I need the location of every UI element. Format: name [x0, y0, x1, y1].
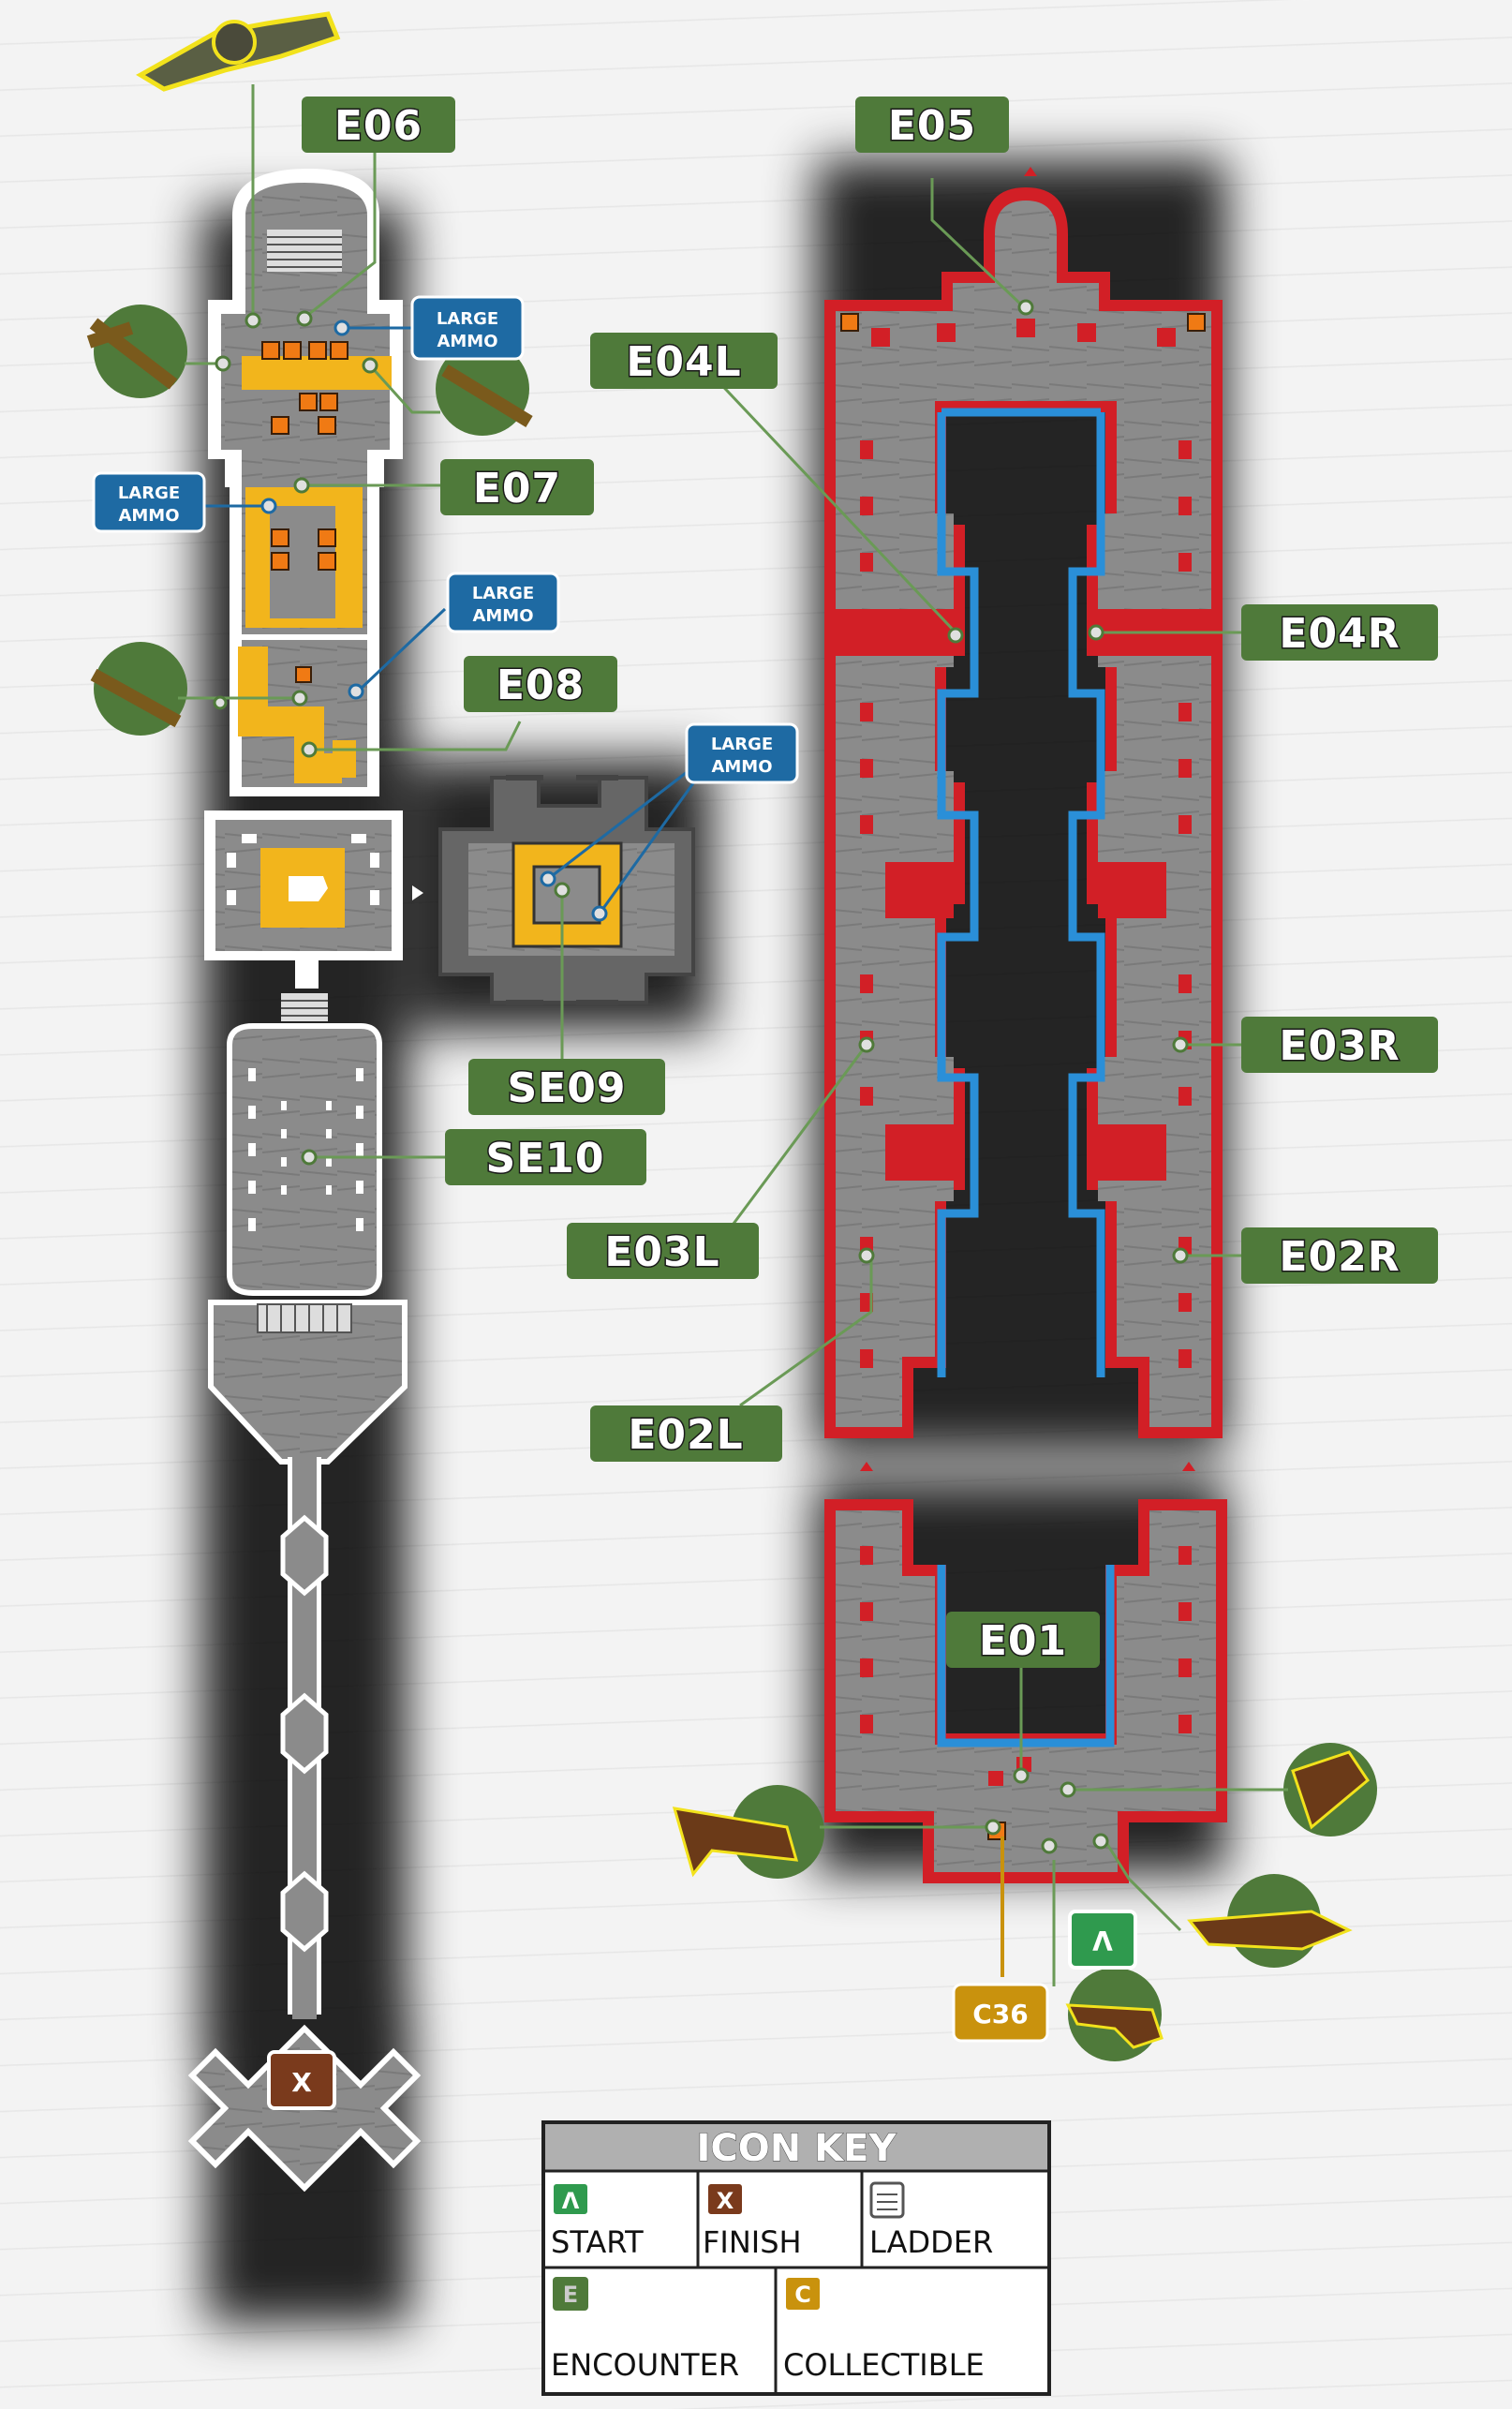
- svg-text:E04R: E04R: [1279, 610, 1400, 658]
- label-e02r: E02R: [1241, 1227, 1438, 1284]
- label-e07: E07: [440, 459, 594, 515]
- heavy-weapon-icon: [136, 11, 341, 92]
- key-finish: X FINISH: [703, 2182, 802, 2260]
- ammo-dots: [260, 320, 608, 922]
- orange-crates: [261, 341, 348, 683]
- icon-key: ICON KEY Λ START X FINISH LADDER E ENCOU…: [541, 2120, 1051, 2396]
- svg-text:E01: E01: [979, 1617, 1067, 1665]
- svg-text:E06: E06: [334, 102, 422, 150]
- svg-text:C: C: [794, 2282, 811, 2308]
- exit-corridor: [187, 1300, 422, 2193]
- ammo-line1: LARGE: [472, 584, 534, 603]
- lancer-icon: [1187, 1874, 1353, 1968]
- label-e05: E05: [855, 97, 1009, 153]
- ammo-line1: LARGE: [437, 309, 498, 329]
- label-e04l: E04L: [590, 333, 778, 389]
- label-e03l: E03L: [567, 1223, 759, 1279]
- blue-wall: [937, 412, 979, 1377]
- svg-text:Λ: Λ: [562, 2188, 580, 2214]
- stairs: [267, 230, 342, 272]
- key-ladder: LADDER: [869, 2181, 993, 2260]
- start-building: [824, 1499, 1227, 1883]
- label-e04r: E04R: [1241, 604, 1438, 661]
- blue-wall: [1068, 412, 1105, 1377]
- svg-text:E03R: E03R: [1279, 1022, 1400, 1070]
- key-start-label: START: [551, 2224, 644, 2260]
- svg-text:Λ: Λ: [1092, 1926, 1113, 1957]
- crossbow-icon: [1283, 1743, 1377, 1836]
- key-encounter: E ENCOUNTER: [551, 2277, 739, 2383]
- label-e02l: E02L: [590, 1405, 782, 1462]
- blue-wall: [937, 1565, 1115, 1747]
- encounter-labels: E06 E05 E04L E07 E04R E08 SE09 E03R SE10…: [302, 97, 1438, 1668]
- ammo-line1: LARGE: [711, 735, 773, 754]
- ammo-line2: AMMO: [711, 757, 772, 777]
- label-se09: SE09: [468, 1059, 665, 1115]
- start-marker: Λ: [1068, 1910, 1137, 1970]
- key-encounter-label: ENCOUNTER: [551, 2347, 739, 2383]
- ammo-line1: LARGE: [118, 483, 180, 503]
- svg-text:E02L: E02L: [628, 1411, 743, 1459]
- label-e06: E06: [302, 97, 455, 153]
- svg-text:X: X: [717, 2188, 734, 2214]
- key-collectible: C COLLECTIBLE: [783, 2276, 985, 2383]
- label-e03r: E03R: [1241, 1017, 1438, 1073]
- ammo-line2: AMMO: [437, 332, 497, 351]
- torque-bow-icon: [86, 305, 533, 736]
- ammo-line2: AMMO: [472, 606, 533, 626]
- svg-text:E07: E07: [473, 465, 561, 513]
- svg-text:E03L: E03L: [604, 1228, 719, 1276]
- label-e01: E01: [946, 1612, 1100, 1668]
- large-ammo-label: LARGE AMMO: [685, 722, 799, 784]
- key-collectible-label: COLLECTIBLE: [783, 2347, 985, 2383]
- svg-text:SE09: SE09: [508, 1064, 627, 1112]
- svg-text:E02R: E02R: [1279, 1233, 1400, 1281]
- main-building: [824, 167, 1223, 1471]
- large-ammo-label: LARGE AMMO: [446, 572, 560, 633]
- key-finish-label: FINISH: [703, 2224, 802, 2260]
- pistol-icon: [1065, 1968, 1164, 2061]
- label-se10: SE10: [445, 1129, 646, 1185]
- label-e08: E08: [464, 656, 617, 712]
- collectible-marker: C36: [952, 1983, 1049, 2043]
- svg-text:SE10: SE10: [486, 1135, 605, 1182]
- red-zones: [836, 609, 1211, 1181]
- large-ammo-label: LARGE AMMO: [92, 471, 206, 533]
- large-ammo-label: LARGE AMMO: [410, 295, 525, 361]
- key-ladder-label: LADDER: [869, 2224, 993, 2260]
- svg-text:E05: E05: [888, 102, 976, 150]
- svg-text:E04L: E04L: [626, 338, 741, 386]
- svg-text:E: E: [563, 2282, 578, 2308]
- icon-key-title: ICON KEY: [697, 2127, 897, 2170]
- lower-hall: [227, 993, 382, 1296]
- central-hall: [204, 810, 423, 989]
- callout-lines: [178, 84, 1288, 1986]
- finish-marker: X: [267, 2050, 336, 2110]
- key-start: Λ START: [551, 2182, 644, 2260]
- svg-text:E08: E08: [497, 662, 585, 709]
- svg-text:C36: C36: [972, 1999, 1029, 2030]
- svg-text:X: X: [291, 2067, 312, 2098]
- ammo-line2: AMMO: [118, 506, 179, 526]
- location-dots: [213, 299, 1189, 1854]
- weapon-pickups: [86, 11, 1377, 2061]
- shotgun-icon: [672, 1785, 824, 1879]
